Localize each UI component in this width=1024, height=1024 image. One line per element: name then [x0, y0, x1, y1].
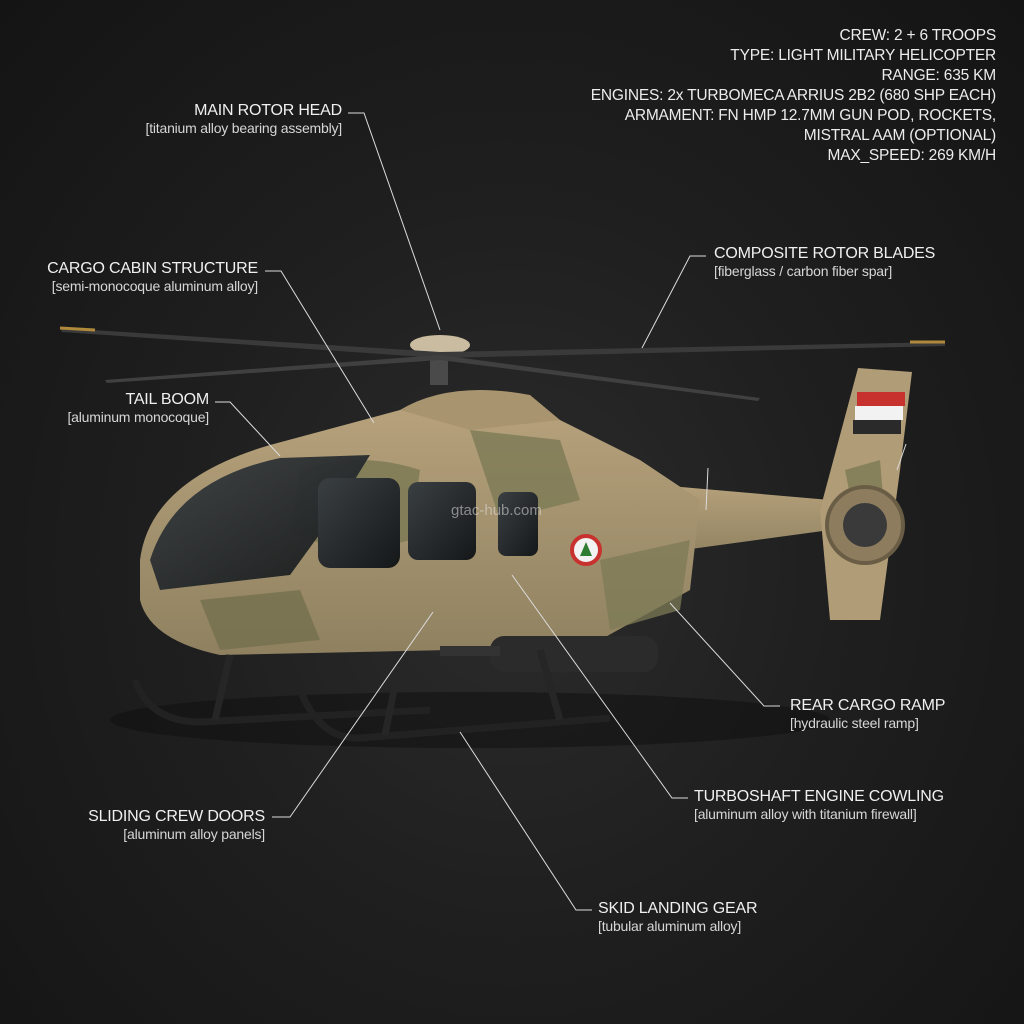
- spec-max-speed: MAX_SPEED: 269 KM/H: [827, 147, 997, 164]
- callout-material: [semi-monocoque aluminum alloy]: [51, 278, 258, 295]
- spec-range: RANGE: 635 KM: [881, 67, 996, 84]
- callout-title: SKID LANDING GEAR: [598, 900, 758, 917]
- callout-title: MAIN ROTOR HEAD: [194, 102, 342, 119]
- callout-title: TAIL BOOM: [125, 391, 209, 408]
- callout-material: [fiberglass / carbon fiber spar]: [714, 263, 893, 280]
- callout-title: SLIDING CREW DOORS: [88, 808, 265, 825]
- callout-title: TURBOSHAFT ENGINE COWLING: [694, 788, 944, 805]
- callout-title: CARGO CABIN STRUCTURE: [47, 260, 258, 277]
- callout-material: [titanium alloy bearing assembly]: [145, 120, 343, 137]
- spec-armament: ARMAMENT: FN HMP 12.7MM GUN POD, ROCKETS…: [624, 107, 997, 124]
- spec-crew: CREW: 2 + 6 TROOPS: [839, 27, 997, 44]
- watermark: gtac-hub.com: [451, 502, 542, 519]
- callout-rear-cargo-ramp: REAR CARGO RAMP [hydraulic steel ramp]: [790, 697, 945, 731]
- callout-material: [aluminum monocoque]: [67, 409, 209, 426]
- spec-armament-cont: MISTRAL AAM (OPTIONAL): [803, 127, 996, 144]
- callout-skid-landing-gear: SKID LANDING GEAR [tubular aluminum allo…: [598, 900, 758, 935]
- spec-sheet: CREW: 2 + 6 TROOPS TYPE: LIGHT MILITARY …: [591, 26, 996, 166]
- callout-engine-cowling: TURBOSHAFT ENGINE COWLING [aluminum allo…: [694, 788, 944, 822]
- callout-material: [aluminum alloy with titanium firewall]: [694, 806, 917, 823]
- callout-material: [hydraulic steel ramp]: [790, 715, 919, 732]
- spec-engines: ENGINES: 2x TURBOMECA ARRIUS 2B2 (680 SH…: [590, 87, 996, 104]
- spec-type: TYPE: LIGHT MILITARY HELICOPTER: [730, 47, 996, 64]
- flag-red-band: [857, 392, 905, 406]
- callout-cargo-cabin: CARGO CABIN STRUCTURE [semi-monocoque al…: [47, 260, 258, 294]
- callout-material: [tubular aluminum alloy]: [598, 918, 742, 935]
- callout-material: [aluminum alloy panels]: [123, 826, 265, 843]
- callout-title: COMPOSITE ROTOR BLADES: [714, 245, 936, 262]
- callout-sliding-crew-doors: SLIDING CREW DOORS [aluminum alloy panel…: [88, 808, 265, 842]
- callout-tail-boom: TAIL BOOM [aluminum monocoque]: [67, 391, 209, 425]
- callout-rotor-blades: COMPOSITE ROTOR BLADES [fiberglass / car…: [714, 245, 935, 279]
- callout-title: REAR CARGO RAMP: [790, 697, 946, 714]
- callout-main-rotor-head: MAIN ROTOR HEAD [titanium alloy bearing …: [146, 102, 343, 136]
